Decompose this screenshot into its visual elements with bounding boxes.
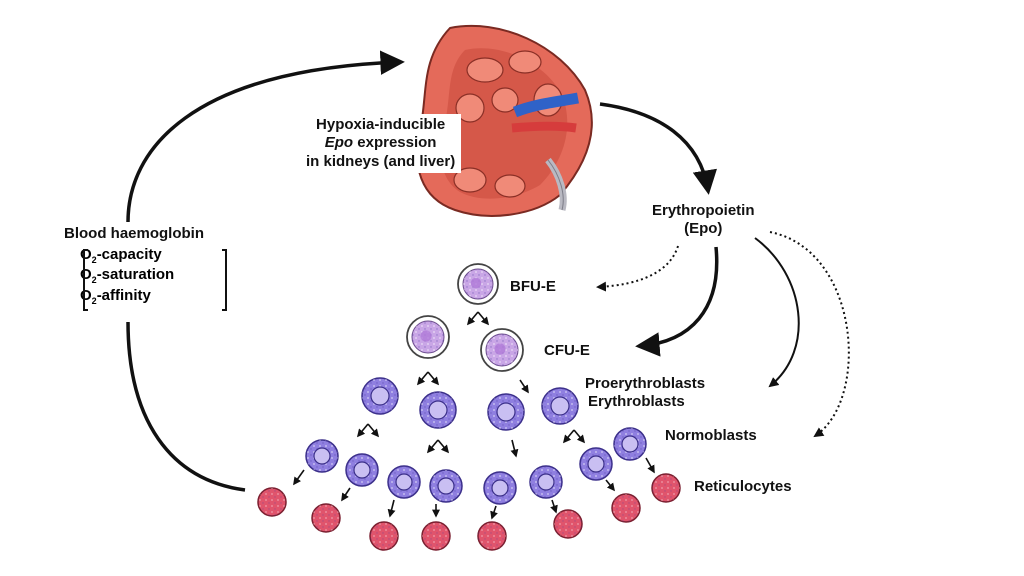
differentiation-arrow [510,439,519,458]
blood-haemoglobin-title: Blood haemoglobin [64,225,204,242]
differentiation-arrow [550,499,558,514]
differentiation-arrow [437,439,450,454]
kidney-line-3: in kidneys (and liver) [306,152,456,170]
normoblasts-label: Normoblasts [665,427,757,444]
normoblast-cell-7 [579,447,613,481]
reticulocyte-cell-1 [257,487,287,517]
differentiation-arrow [645,457,655,474]
kidney-line-1: Hypoxia-inducible [316,116,446,133]
blood-item-affinity: O2-affinity [80,286,151,306]
differentiation-arrow [293,469,305,486]
normoblast-cell-2 [345,453,379,487]
arrow-kidney-to-epo [599,102,717,195]
cfu-e-label: CFU-E [544,342,590,359]
differentiation-arrow [416,371,429,386]
differentiation-arrow [387,499,396,518]
epo-arrow-to-cfu-e [635,246,719,357]
differentiation-arrow [426,439,439,454]
kidney-line-2-rest: expression [353,134,437,152]
differentiation-arrow [605,479,615,492]
feedback-arrow-to-kidney [126,50,405,223]
blood-haemoglobin-list: O2-capacity O2-saturation O2-affinity [80,246,174,307]
erythropoietin-label: Erythropoietin (Epo) [652,202,755,239]
reticulocyte-cell-4 [421,521,451,551]
cfu-e-cell-1 [406,315,450,359]
feedback-arrow-from-reticulocytes [126,321,246,492]
epo-arrow-to-proerythroblasts [754,237,800,388]
erythroblasts-label: Erythroblasts [588,393,685,410]
differentiation-arrow [490,505,498,520]
epo-line-2: (Epo) [684,220,723,238]
reticulocyte-cell-3 [369,521,399,551]
differentiation-arrow [477,311,490,326]
bfu-e-label: BFU-E [510,278,556,295]
differentiation-arrow [562,429,575,444]
normoblast-cell-8 [613,427,647,461]
normoblast-cell-3 [387,465,421,499]
cell-tree [257,263,681,551]
epo-line-1: Erythropoietin [652,202,755,219]
proerythroblast-cell-4 [541,387,579,425]
proerythroblasts-label: Proerythroblasts [585,375,706,392]
proerythroblast-cell-1 [361,377,399,415]
differentiation-arrow [573,429,586,444]
differentiation-arrow [427,371,440,386]
differentiation-arrow [519,379,529,394]
differentiation-arrow [341,487,351,502]
cfu-e-cell-2 [480,328,524,372]
epo-arrow-to-bfu-e [596,245,679,292]
reticulocyte-cell-7 [611,493,641,523]
blood-item-saturation: O2-saturation [80,266,175,286]
normoblast-cell-1 [305,439,339,473]
proerythroblast-cell-3 [487,393,525,431]
bfu-e-cell [457,263,499,305]
reticulocytes-label: Reticulocytes [694,478,792,495]
differentiation-arrow [466,311,479,326]
differentiation-arrows [293,311,655,520]
reticulocyte-cell-6 [553,509,583,539]
epo-italic: Epo [324,134,354,152]
normoblast-cell-4 [429,469,463,503]
blood-item-capacity: O2-capacity [80,246,162,265]
normoblast-cell-6 [529,465,563,499]
kidney-line-2: Epo expression [306,134,455,152]
reticulocyte-cell-8 [651,473,681,503]
differentiation-arrow [356,423,369,438]
epo-arrow-to-normoblasts [769,231,850,438]
normoblast-cell-5 [483,471,517,505]
reticulocyte-cell-5 [477,521,507,551]
reticulocyte-cell-2 [311,503,341,533]
differentiation-arrow [367,423,380,438]
proerythroblast-cell-2 [419,391,457,429]
kidney-epo-expression-label: Hypoxia-inducible Epo expression in kidn… [300,114,462,173]
